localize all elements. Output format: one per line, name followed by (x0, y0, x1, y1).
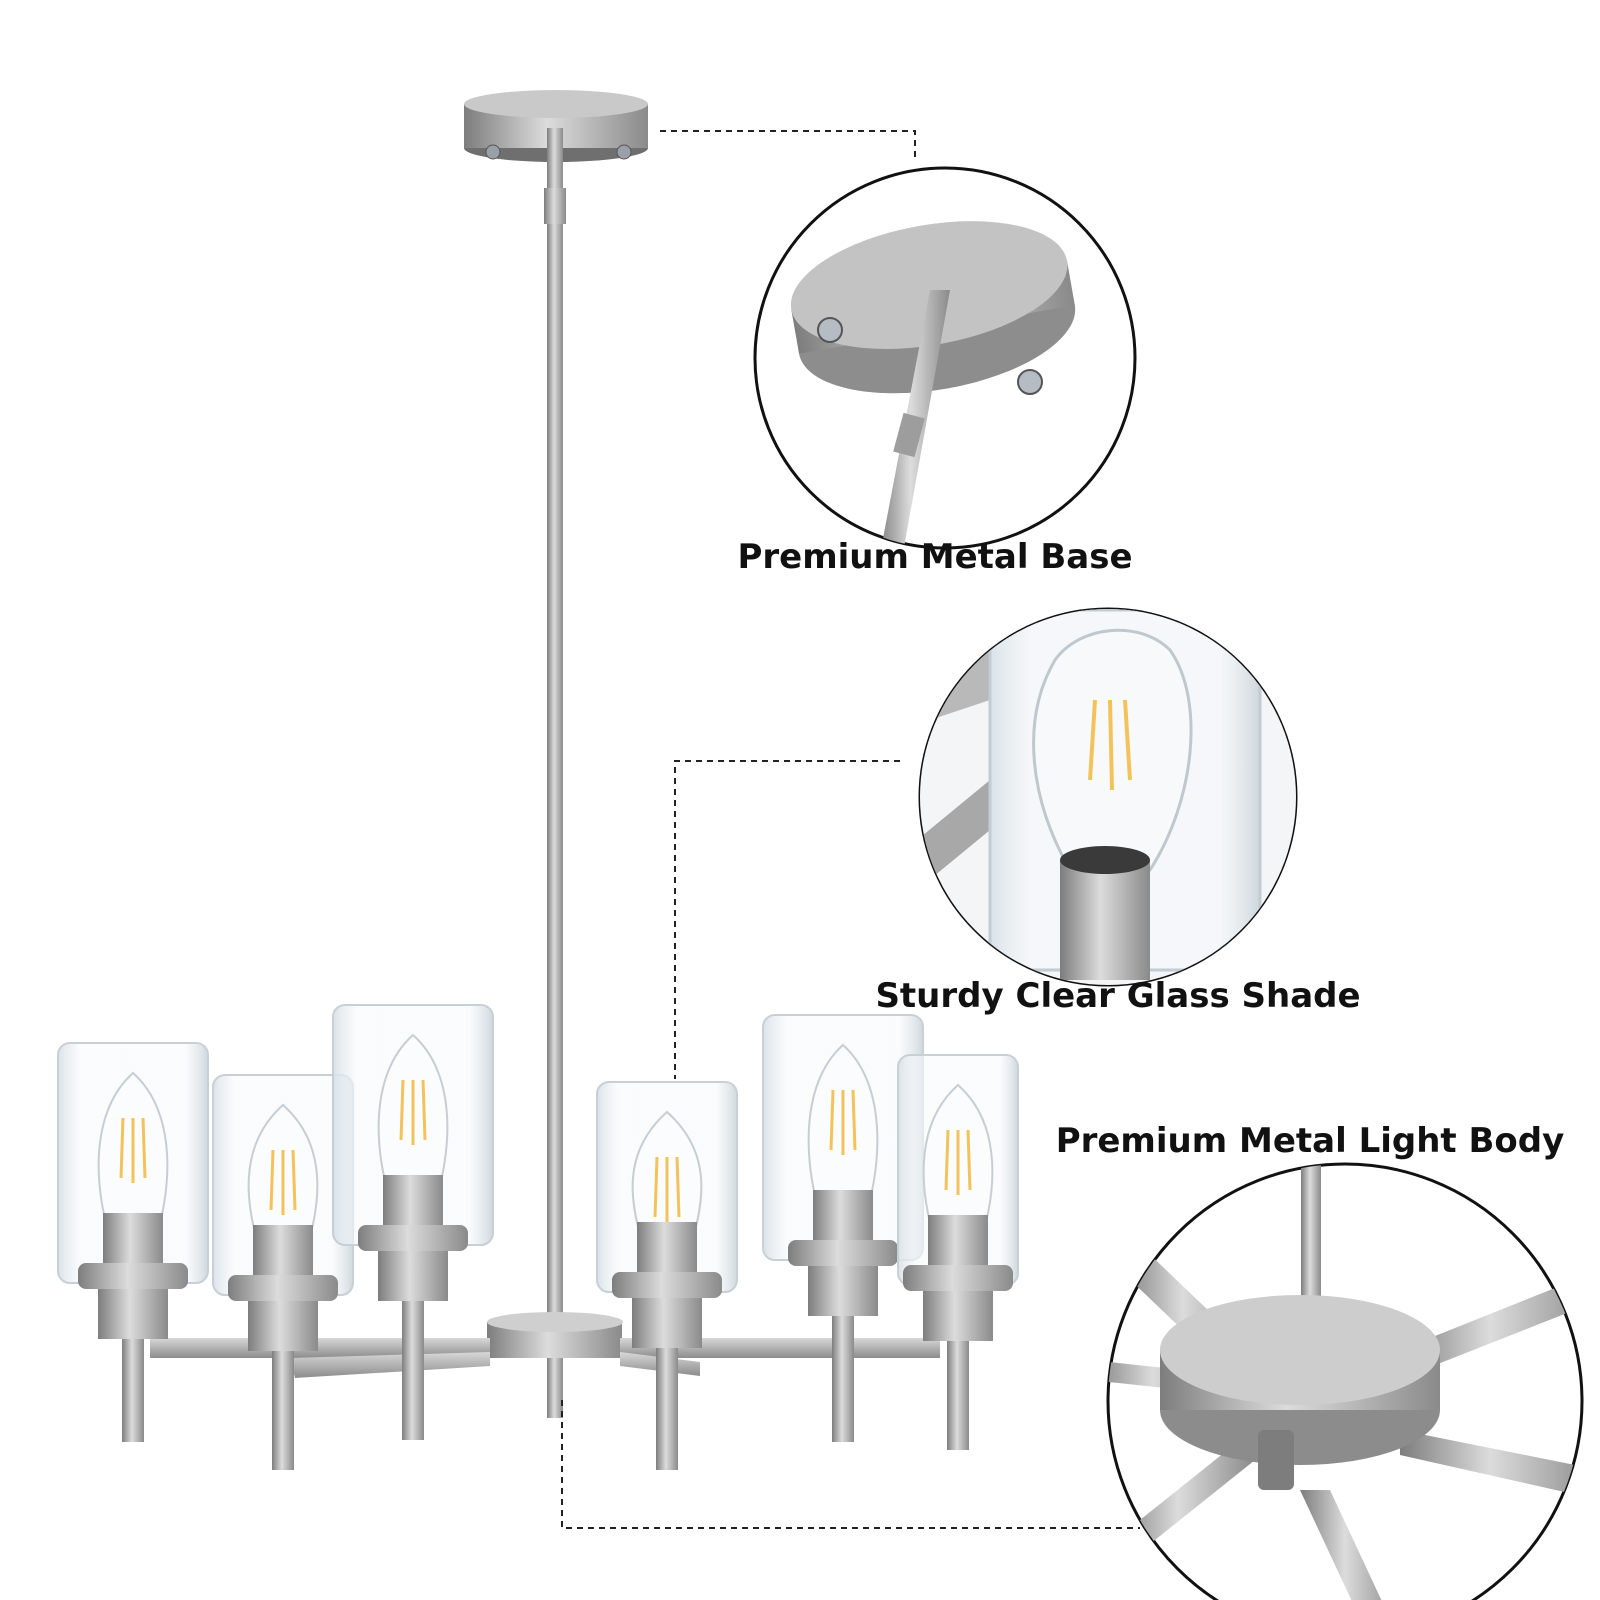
dashed-leader-line (660, 130, 916, 160)
cup-body (808, 1266, 878, 1316)
callout-glass-shade: Sturdy Clear Glass Shade (674, 607, 1361, 1079)
light-cup (57, 1042, 209, 1442)
cup-body (923, 1291, 993, 1341)
cup-flange (358, 1225, 468, 1251)
detail-canopy-closeup (790, 221, 1076, 548)
socket (637, 1222, 697, 1272)
light-cup (596, 1081, 738, 1470)
socket (813, 1190, 873, 1240)
cup-flange (228, 1275, 338, 1301)
stem (947, 1341, 969, 1450)
ceiling-canopy (464, 90, 648, 162)
filament (944, 1129, 972, 1195)
cup-flange (788, 1240, 898, 1266)
dashed-leader-line (674, 760, 900, 1079)
cup-flange (78, 1263, 188, 1289)
callout-light-body: Premium Metal Light Body (561, 1121, 1584, 1600)
socket (928, 1215, 988, 1265)
light-cup (897, 1054, 1019, 1450)
caption-glass-shade: Sturdy Clear Glass Shade (875, 976, 1360, 1016)
stem (402, 1301, 424, 1440)
cup-body (248, 1301, 318, 1351)
stem (272, 1351, 294, 1470)
detail-hub-closeup (1108, 1165, 1582, 1600)
filament (829, 1089, 857, 1155)
stem (122, 1339, 144, 1442)
light-cup (762, 1014, 924, 1442)
caption-light-body: Premium Metal Light Body (1056, 1121, 1565, 1161)
cup-flange (903, 1265, 1013, 1291)
socket (383, 1175, 443, 1225)
light-cup (212, 1074, 354, 1470)
filament (653, 1156, 681, 1222)
filament (399, 1079, 427, 1145)
socket (103, 1213, 163, 1263)
filament (119, 1117, 147, 1183)
detail-shade-closeup (920, 609, 1296, 985)
cup-body (632, 1298, 702, 1348)
stem (656, 1348, 678, 1470)
center-hub (487, 1312, 623, 1358)
down-rod (547, 128, 563, 1418)
socket (253, 1225, 313, 1275)
cup-flange (612, 1272, 722, 1298)
stem (832, 1316, 854, 1442)
cup-body (378, 1251, 448, 1301)
light-cup (332, 1004, 494, 1440)
filament (269, 1149, 297, 1215)
light-cups (57, 1004, 1019, 1470)
chandelier (57, 90, 1019, 1470)
callout-metal-base: Premium Metal Base (660, 130, 1137, 577)
cup-body (98, 1289, 168, 1339)
caption-metal-base: Premium Metal Base (737, 537, 1132, 577)
